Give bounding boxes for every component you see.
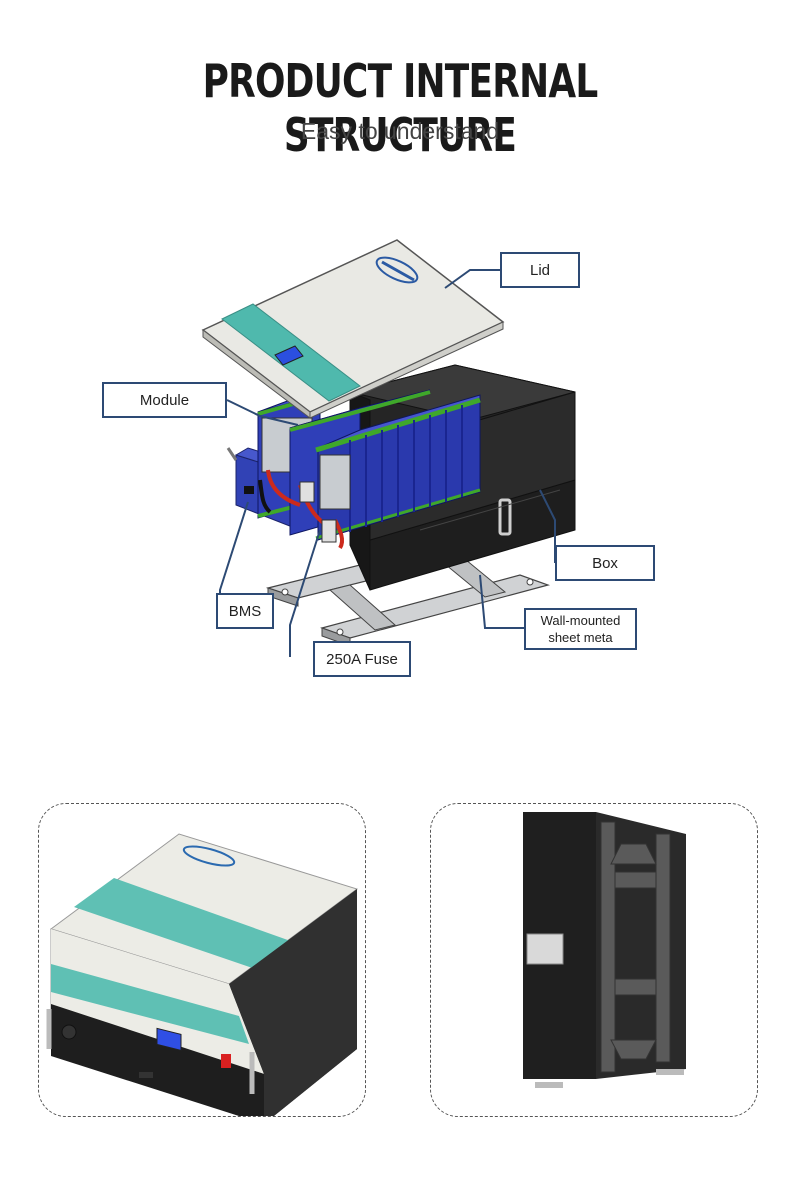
callout-fuse: 250A Fuse: [313, 641, 411, 677]
callout-module: Module: [102, 382, 227, 418]
front-view-image: [46, 833, 359, 1116]
callout-lid: Lid: [500, 252, 580, 288]
battery-lid: [201, 239, 505, 420]
rear-view-panel: [430, 803, 758, 1117]
page-title: PRODUCT INTERNAL STRUCTURE: [202, 54, 599, 162]
callout-bms: BMS: [216, 593, 274, 629]
rear-view-image: [523, 812, 686, 1088]
exploded-diagram: [201, 239, 576, 657]
front-view-panel: [38, 803, 366, 1117]
wall-mount-bracket: [600, 821, 671, 1073]
fuse-and-cables: [258, 469, 345, 550]
callout-wall-mount-line2: sheet meta: [548, 630, 613, 645]
callout-wall-mount: Wall-mounted sheet meta: [524, 608, 637, 650]
brand-logo: [182, 845, 236, 867]
brand-logo: [375, 256, 419, 284]
callout-box: Box: [555, 545, 655, 581]
callout-wall-mount-line1: Wall-mounted: [540, 613, 621, 628]
page-subtitle: Easy to understand: [300, 118, 500, 144]
